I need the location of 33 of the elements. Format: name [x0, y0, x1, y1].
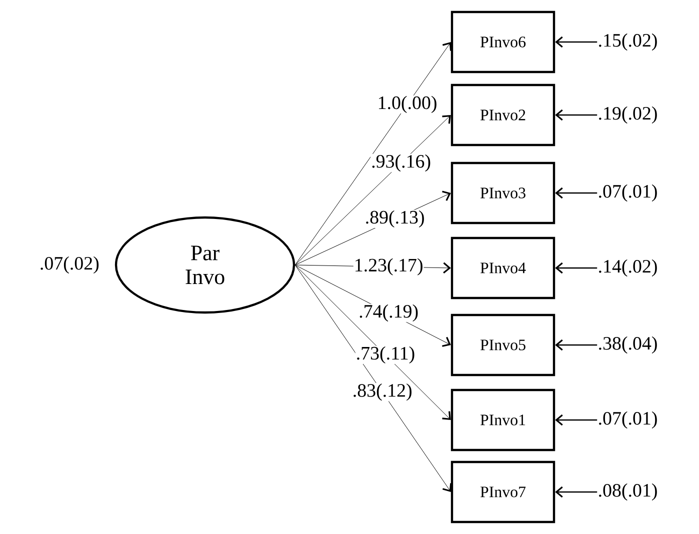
edge-label: .14(.02) [599, 259, 657, 277]
edge-label: .19(.02) [599, 106, 657, 124]
edge-label: .07(.01) [599, 184, 657, 202]
edge-label: .83(.12) [352, 383, 413, 402]
edge-label: .73(.11) [355, 346, 416, 364]
edge-label: .15(.02) [599, 33, 657, 51]
edge-label: .07(.01) [599, 411, 657, 429]
arrow [555, 486, 598, 498]
edge-label: 1.23(.17) [353, 258, 424, 276]
arrow [555, 339, 598, 351]
arrow [294, 42, 452, 266]
indicator-box: PInvo4 [450, 236, 556, 300]
arrow [294, 115, 451, 266]
arrow [294, 264, 451, 420]
indicator-box: PInvo2 [450, 84, 556, 146]
arrow [555, 187, 598, 199]
arrow [555, 109, 598, 121]
arrow [294, 264, 452, 492]
arrow [555, 36, 598, 48]
indicator-box: PInvo3 [450, 162, 556, 224]
edge-label: .74(.19) [358, 304, 420, 322]
indicator-box: PInvo7 [450, 460, 556, 524]
edge-label: .93(.16) [370, 154, 432, 172]
indicator-box: PInvo5 [450, 314, 556, 376]
edge-label: .08(.01) [599, 483, 657, 501]
arrow [555, 262, 598, 274]
indicator-box: PInvo1 [450, 388, 556, 452]
arrow [555, 414, 598, 426]
edge-label: .38(.04) [599, 336, 657, 354]
edge-label: .89(.13) [364, 210, 426, 228]
edge-label: 1.0(.00) [376, 95, 438, 114]
indicator-box: PInvo6 [450, 10, 556, 74]
variance-label: .07(.02) [40, 256, 99, 274]
